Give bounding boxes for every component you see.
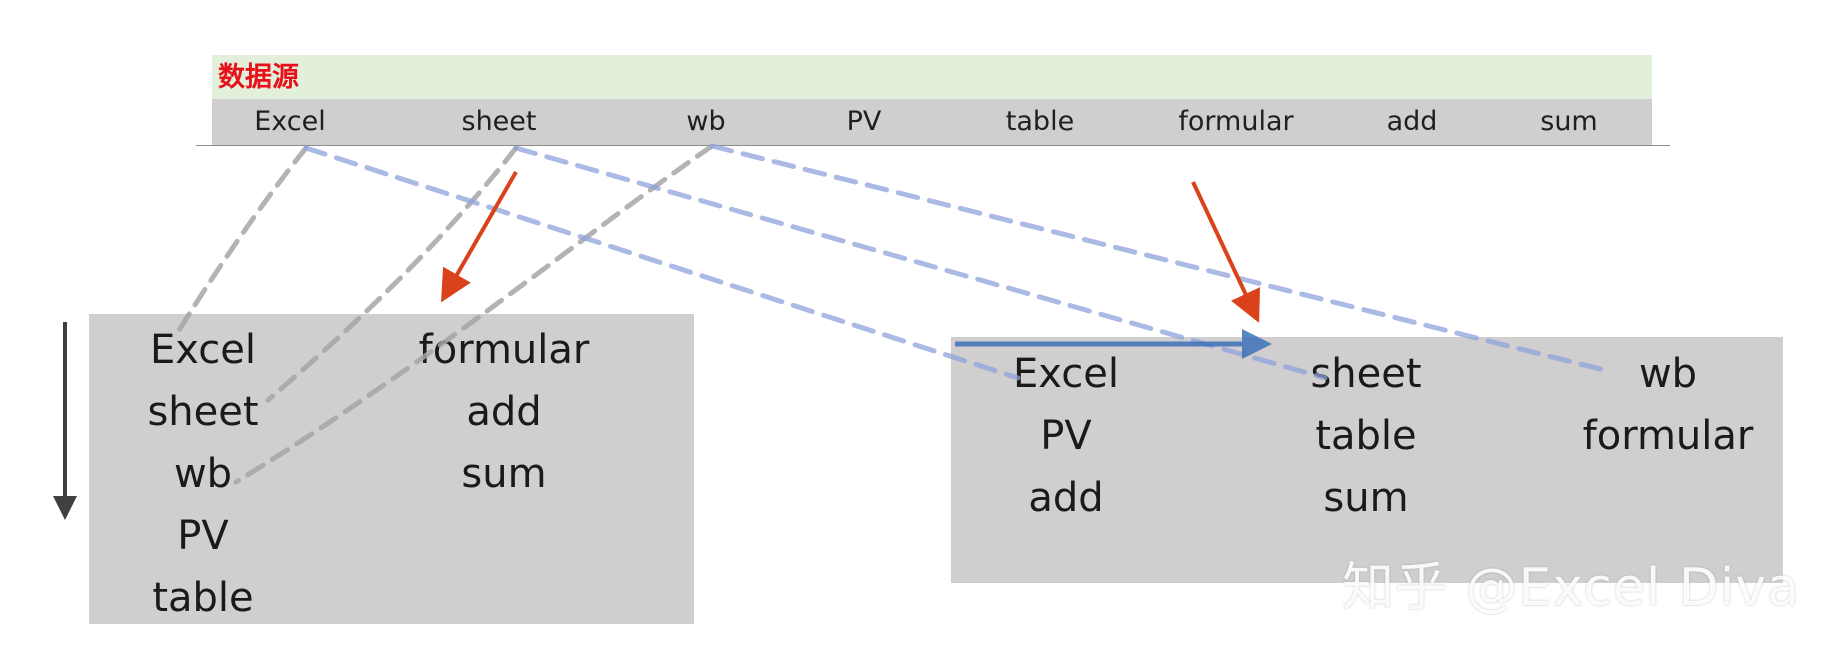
left-cell-table: table bbox=[152, 575, 254, 621]
connector-sheet-to-left-sheet bbox=[265, 145, 519, 403]
orange-arrow-left bbox=[441, 171, 518, 303]
gray-dashed-connectors bbox=[173, 143, 715, 485]
left-cell-excel: Excel bbox=[150, 327, 256, 373]
right-cell-sum: sum bbox=[1323, 475, 1409, 521]
source-item-sheet: sheet bbox=[461, 106, 537, 137]
left-table bbox=[89, 314, 694, 624]
source-row bbox=[212, 99, 1652, 145]
connector-wb-to-left-wb bbox=[233, 143, 715, 485]
source-item-add: add bbox=[1386, 106, 1438, 137]
blue-dashed-connectors bbox=[303, 143, 1615, 381]
watermark: 知乎 @Excel Diva bbox=[1342, 558, 1800, 618]
right-cell-wb: wb bbox=[1638, 351, 1698, 397]
left-cell-add: add bbox=[466, 389, 542, 435]
connector-excel-to-left-excel bbox=[173, 145, 309, 338]
source-item-pv: PV bbox=[846, 106, 882, 137]
orange-arrow-right bbox=[1191, 181, 1260, 323]
right-cell-formular: formular bbox=[1582, 413, 1754, 459]
header-title: 数据源 bbox=[218, 62, 299, 93]
connector-wb-to-right-wb bbox=[709, 143, 1615, 375]
right-table bbox=[951, 337, 1783, 583]
source-divider bbox=[196, 145, 1670, 146]
right-cell-excel: Excel bbox=[1013, 351, 1119, 397]
left-cell-wb: wb bbox=[173, 451, 233, 497]
right-cell-add: add bbox=[1028, 475, 1104, 521]
source-item-sum: sum bbox=[1540, 106, 1598, 137]
connector-sheet-to-right-sheet bbox=[513, 145, 1328, 381]
right-cell-pv: PV bbox=[1040, 413, 1092, 459]
left-cell-sum: sum bbox=[461, 451, 547, 497]
left-cell-sheet: sheet bbox=[147, 389, 259, 435]
right-cell-sheet: sheet bbox=[1310, 351, 1422, 397]
source-item-wb: wb bbox=[686, 106, 726, 137]
source-item-formular: formular bbox=[1178, 106, 1294, 137]
right-cell-table: table bbox=[1315, 413, 1417, 459]
left-cell-formular: formular bbox=[418, 327, 590, 373]
left-cell-pv: PV bbox=[177, 513, 229, 559]
source-item-table: table bbox=[1005, 106, 1075, 137]
source-item-excel: Excel bbox=[254, 106, 326, 137]
header-band bbox=[212, 55, 1652, 99]
connector-excel-to-right-excel bbox=[303, 145, 1021, 381]
